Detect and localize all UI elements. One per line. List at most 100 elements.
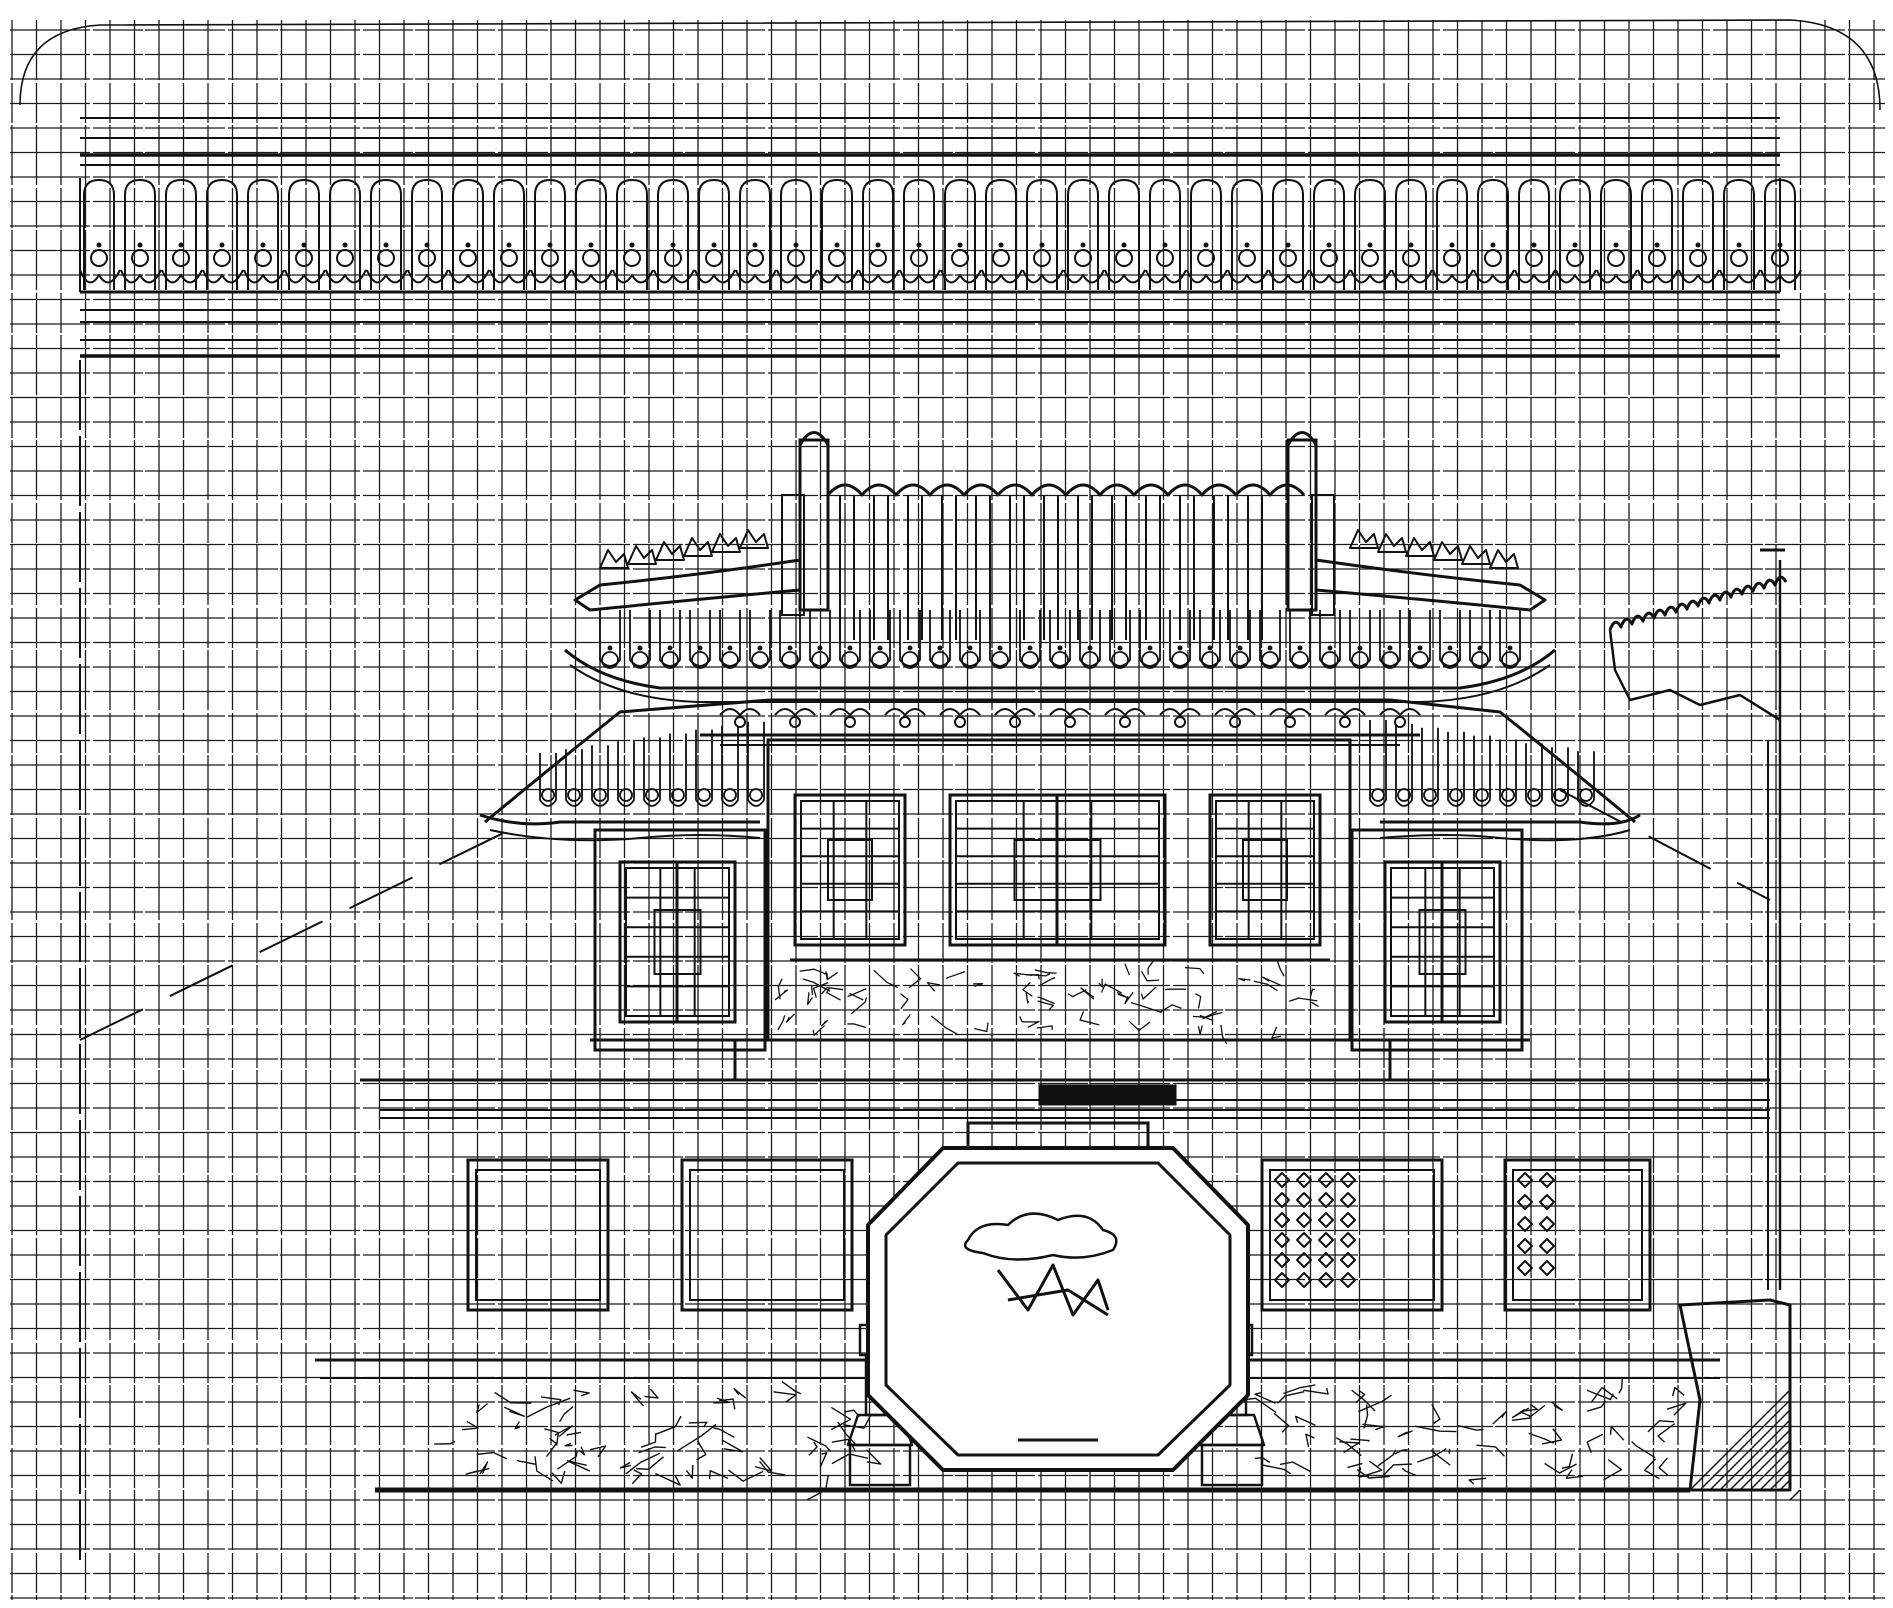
pattern-diamond [1296, 1172, 1312, 1188]
stone-crack [1544, 1462, 1577, 1474]
coping-drip [1145, 269, 1187, 284]
stone-crack [785, 1013, 795, 1023]
bracket-boss [954, 716, 966, 728]
eave-tile [749, 610, 771, 667]
stone-crack [781, 1380, 802, 1395]
roof-tile-end [541, 788, 555, 802]
eave-tile [659, 610, 681, 667]
bracket [884, 708, 926, 716]
bracket-boss [1284, 716, 1296, 728]
roof-tile [1551, 747, 1569, 807]
stone-crack [625, 1452, 661, 1475]
stone-crack [1140, 970, 1160, 982]
coping-tile [1272, 179, 1304, 290]
hatch-line [1689, 1389, 1791, 1491]
coping-tile [1600, 179, 1632, 290]
coping-drip [1104, 269, 1146, 284]
stone-crack [1036, 1025, 1053, 1030]
coping-tile-dot [547, 242, 553, 248]
coping-tile [1395, 179, 1427, 290]
coping-drip [1514, 269, 1556, 284]
stone-crack [830, 1406, 852, 1431]
stone-crack [1586, 1433, 1604, 1453]
ridge-post [1286, 438, 1318, 612]
coping-tile-end [746, 249, 764, 267]
eave-tile [1049, 610, 1071, 667]
stone-crack [819, 1452, 828, 1468]
stone-crack [1355, 1389, 1366, 1404]
bracket [994, 708, 1036, 716]
hatch-line [1779, 1479, 1791, 1491]
stone-crack [1238, 977, 1251, 982]
eave-tile-dot [1087, 645, 1093, 651]
moongate-lintel [966, 1121, 1150, 1150]
stone-crack [1279, 1461, 1311, 1473]
coping-drip [735, 269, 777, 284]
stone-crack [1159, 1004, 1182, 1014]
eave-tile [929, 610, 951, 667]
stone-crack [1416, 1447, 1447, 1463]
stone-crack [1521, 1403, 1538, 1412]
stone-crack [1603, 1459, 1623, 1481]
coping-tile-end [377, 249, 395, 267]
stone-crack [1130, 1001, 1162, 1014]
coping-tile-end [336, 249, 354, 267]
roof-tile [747, 721, 765, 807]
stone-crack [1030, 973, 1040, 980]
stone-crack [719, 1398, 736, 1410]
coping-tile [903, 179, 935, 290]
bracket-boss [1394, 716, 1406, 728]
coping-drip [776, 269, 818, 284]
coping-tile-dot [875, 242, 881, 248]
roof-tile [1525, 743, 1543, 807]
roof-tile [1499, 739, 1517, 807]
stone-crack [1124, 963, 1131, 976]
stone-crack [573, 1389, 590, 1397]
stone-crack [688, 1421, 708, 1427]
coping-tile-dot [1203, 242, 1209, 248]
eave-tile-end [1021, 651, 1039, 669]
stone-crack [821, 986, 844, 995]
eave-tile-end [631, 651, 649, 669]
stone-crack [1276, 959, 1285, 977]
hatch-line [1739, 1439, 1791, 1491]
coping-tile-end [992, 249, 1010, 267]
ridge-beast [1405, 537, 1435, 557]
eave-tile-end [781, 651, 799, 669]
stone-crack [556, 1450, 579, 1470]
stone-crack [1671, 1386, 1685, 1397]
bracket [829, 708, 871, 716]
stone-crack [635, 1456, 664, 1471]
coping-drip [817, 269, 859, 284]
coping-tile [1149, 179, 1181, 290]
eave-tile-end [1231, 651, 1249, 669]
sight-line [1559, 789, 1771, 901]
eave-tile-dot [1417, 645, 1423, 651]
stone-crack [1184, 966, 1205, 975]
stone-crack [696, 1440, 707, 1461]
stone-crack [1080, 987, 1095, 1000]
stone-crack [806, 1475, 829, 1501]
eave-tile-dot [1237, 645, 1243, 651]
bracket [719, 708, 761, 716]
stone-crack [1253, 980, 1278, 992]
stone-crack [494, 1391, 532, 1404]
hatch-line [1719, 1419, 1791, 1491]
wall-panel-inner [1269, 1169, 1435, 1301]
pattern-diamond [1517, 1216, 1533, 1232]
stone-crack [1013, 972, 1033, 977]
eave-tile-dot [637, 645, 643, 651]
coping-tile [329, 179, 361, 290]
stone-crack [476, 1403, 489, 1414]
ridge-post [798, 438, 830, 612]
coping-tile-end [172, 249, 190, 267]
coping-drip [1678, 269, 1720, 284]
pavilion-lower-roof [479, 698, 1641, 842]
eave-tile-dot [847, 645, 853, 651]
stone-crack [1305, 1433, 1315, 1447]
building-facade [766, 738, 1352, 1042]
roof-tile [539, 753, 557, 807]
stone-crack [554, 1425, 573, 1437]
eave-tile-dot [607, 645, 613, 651]
